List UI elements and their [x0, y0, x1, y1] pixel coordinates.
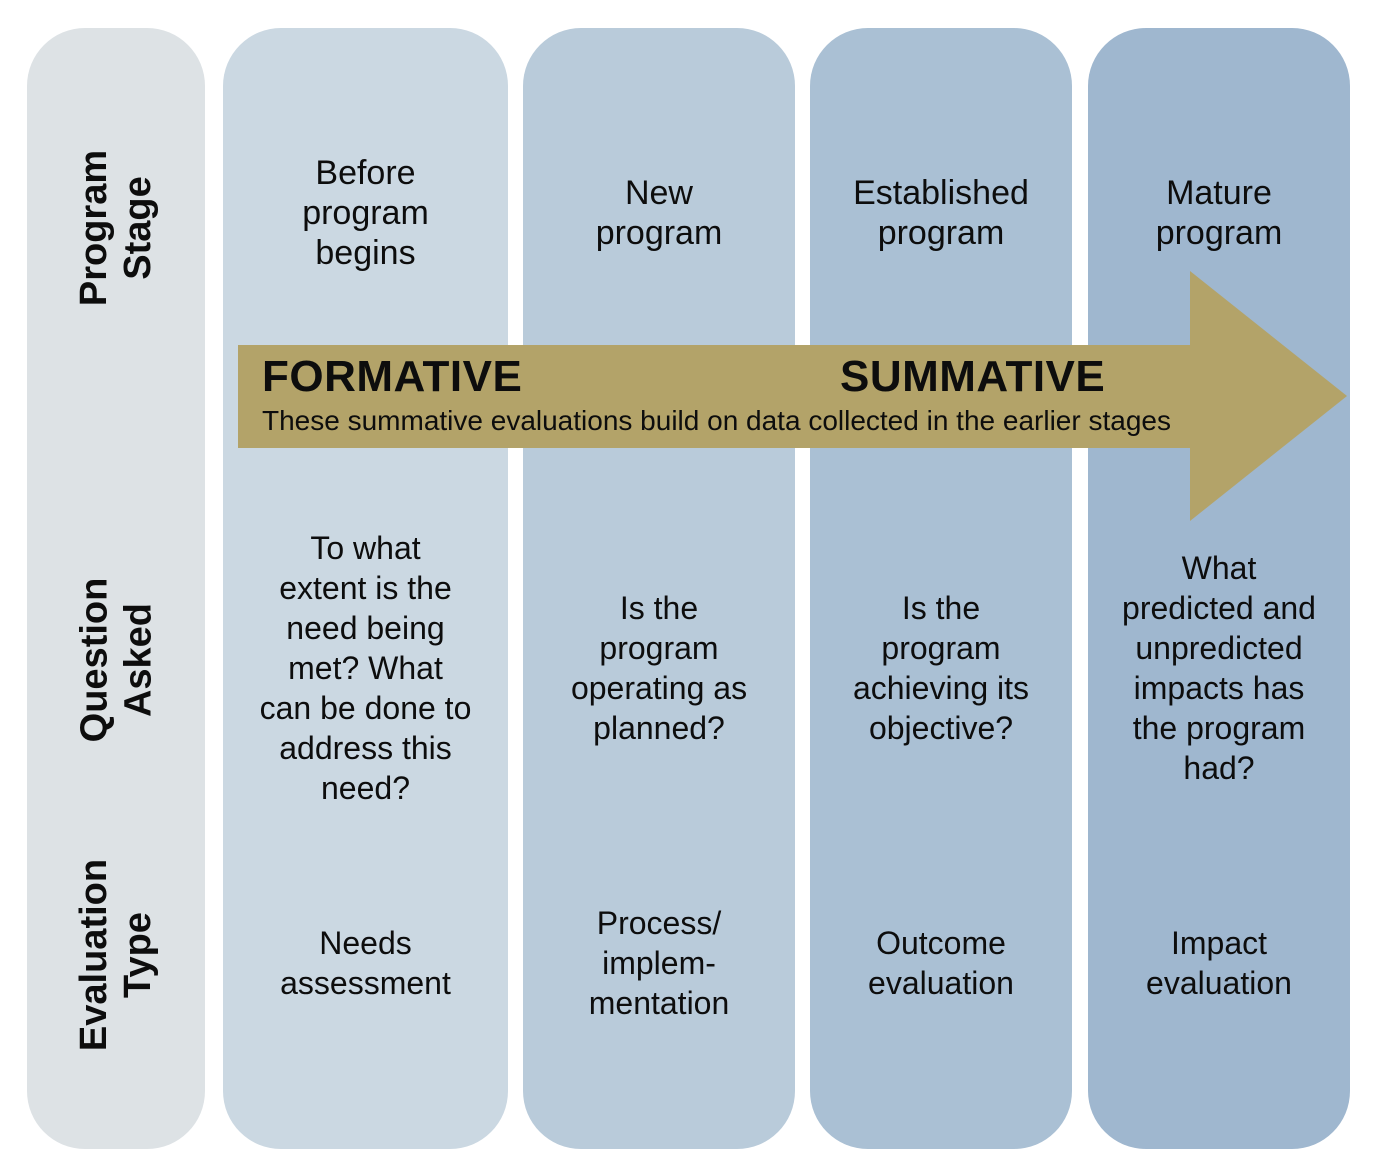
row-label-question-asked: Question Asked	[27, 505, 205, 815]
row-label-program-stage: Program Stage	[27, 58, 205, 398]
summative-label: SUMMATIVE	[840, 352, 1106, 401]
question-cell: Is the program operating as planned?	[570, 590, 748, 746]
column-established-program: Established program Is the program achie…	[810, 28, 1072, 1149]
evaluation-type-cell: Process/ implem- mentation	[588, 905, 730, 1021]
evaluation-type-label: Evaluation Type	[73, 858, 159, 1052]
evaluation-type-cell: Impact evaluation	[1146, 925, 1292, 1001]
question-cell: What predicted and unpredicted impacts h…	[1122, 550, 1316, 786]
arrow-subtitle: These summative evaluations build on dat…	[262, 405, 1171, 436]
program-stage-cell: Established program	[853, 174, 1029, 252]
program-stage-cell: Mature program	[1155, 174, 1283, 252]
column-mature-program: Mature program What predicted and unpred…	[1088, 28, 1350, 1149]
program-stage-cell: Before program begins	[302, 154, 429, 272]
question-cell: To what extent is the need being met? Wh…	[259, 530, 472, 806]
row-label-evaluation-type: Evaluation Type	[27, 800, 205, 1110]
column-before-program-begins: Before program begins To what extent is …	[223, 28, 508, 1149]
evaluation-type-cell: Needs assessment	[280, 925, 451, 1001]
formative-label: FORMATIVE	[262, 352, 523, 401]
question-cell: Is the program achieving its objective?	[852, 590, 1030, 746]
evaluation-type-cell: Outcome evaluation	[868, 925, 1014, 1001]
column-new-program: New program Is the program operating as …	[523, 28, 795, 1149]
question-asked-label: Question Asked	[73, 577, 159, 743]
program-stage-cell: New program	[595, 174, 723, 252]
row-label-column: Program Stage Question Asked Evaluation …	[27, 28, 205, 1149]
timeline-arrow-band	[238, 345, 1190, 448]
program-stage-label: Program Stage	[73, 149, 159, 307]
